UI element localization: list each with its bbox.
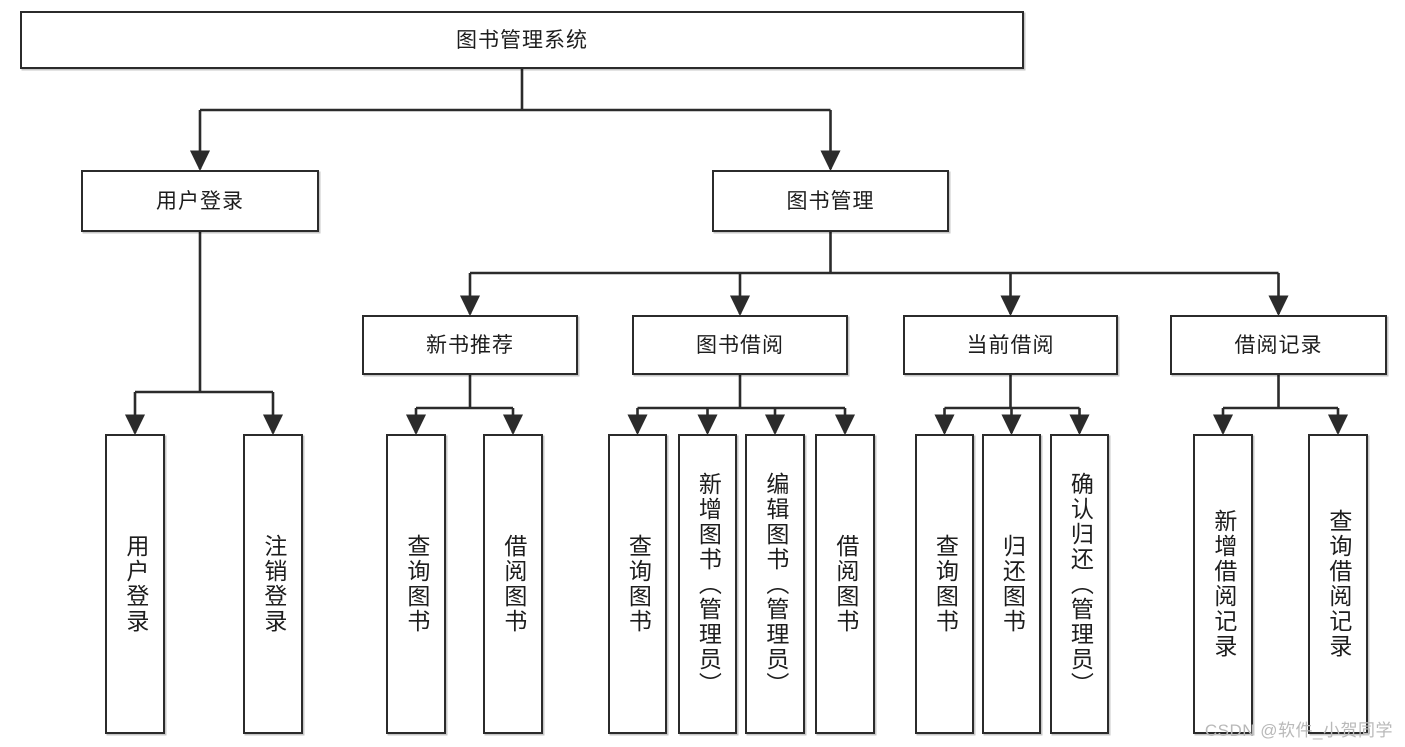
node-leaf-query-borrow-record[interactable]: 查询借阅记录 [1308, 434, 1368, 734]
node-new-book-recommend[interactable]: 新书推荐 [362, 315, 578, 375]
node-book-borrow[interactable]: 图书借阅 [632, 315, 848, 375]
node-label-leaf-edit-book-admin: 编辑图书（管理员） [762, 471, 789, 697]
node-leaf-query-book-borrow[interactable]: 查询图书 [608, 434, 667, 734]
node-leaf-query-book-current[interactable]: 查询图书 [915, 434, 974, 734]
node-leaf-logout[interactable]: 注销登录 [243, 434, 303, 734]
node-label-leaf-query-borrow-record: 查询借阅记录 [1325, 509, 1352, 659]
node-leaf-user-login[interactable]: 用户登录 [105, 434, 165, 734]
node-user-login[interactable]: 用户登录 [81, 170, 319, 232]
node-label-borrow-record: 借阅记录 [1234, 333, 1323, 357]
node-label-leaf-query-book-rec: 查询图书 [403, 534, 430, 634]
node-leaf-borrow-book[interactable]: 借阅图书 [815, 434, 875, 734]
node-label-leaf-user-login: 用户登录 [122, 534, 149, 634]
node-leaf-add-book-admin[interactable]: 新增图书（管理员） [678, 434, 737, 734]
node-label-leaf-add-book-admin: 新增图书（管理员） [695, 471, 722, 697]
node-label-leaf-borrow-book: 借阅图书 [832, 534, 859, 634]
node-leaf-return-book[interactable]: 归还图书 [982, 434, 1041, 734]
node-label-leaf-confirm-return-admin: 确认归还（管理员） [1067, 471, 1094, 697]
node-label-leaf-borrow-book-rec: 借阅图书 [500, 534, 527, 634]
node-label-book-manage: 图书管理 [786, 189, 875, 213]
node-label-root: 图书管理系统 [456, 28, 588, 52]
node-borrow-record[interactable]: 借阅记录 [1170, 315, 1387, 375]
node-leaf-add-borrow-record[interactable]: 新增借阅记录 [1193, 434, 1253, 734]
node-label-leaf-return-book: 归还图书 [999, 534, 1026, 634]
node-leaf-query-book-rec[interactable]: 查询图书 [386, 434, 446, 734]
node-label-leaf-add-borrow-record: 新增借阅记录 [1210, 509, 1237, 659]
node-label-current-borrow: 当前借阅 [966, 333, 1055, 357]
node-label-leaf-query-book-current: 查询图书 [932, 534, 959, 634]
node-leaf-borrow-book-rec[interactable]: 借阅图书 [483, 434, 543, 734]
node-label-new-book-recommend: 新书推荐 [426, 333, 514, 357]
node-label-user-login: 用户登录 [156, 189, 244, 213]
node-current-borrow[interactable]: 当前借阅 [903, 315, 1118, 375]
node-label-leaf-logout: 注销登录 [260, 534, 287, 634]
node-leaf-edit-book-admin[interactable]: 编辑图书（管理员） [745, 434, 805, 734]
node-book-manage[interactable]: 图书管理 [712, 170, 949, 232]
node-leaf-confirm-return-admin[interactable]: 确认归还（管理员） [1050, 434, 1109, 734]
edges-group [124, 69, 1349, 436]
node-label-leaf-query-book-borrow: 查询图书 [625, 534, 652, 634]
node-root[interactable]: 图书管理系统 [20, 11, 1024, 69]
node-label-book-borrow: 图书借阅 [696, 333, 784, 357]
